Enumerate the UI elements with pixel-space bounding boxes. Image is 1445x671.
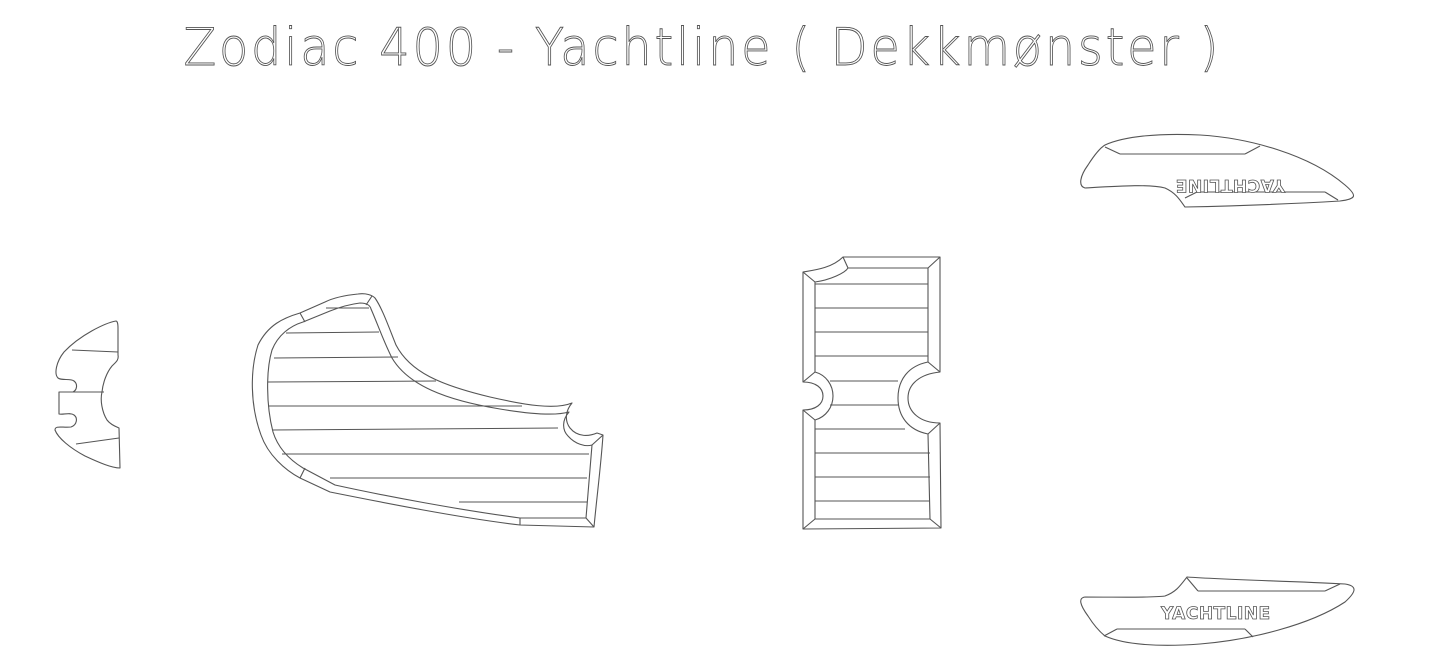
tube-pad-bottom: YACHTLINE bbox=[1080, 576, 1355, 646]
drawing-title: Zodiac 400 - Yachtline ( Dekkmønster ) bbox=[183, 18, 1222, 79]
bow-deck-piece bbox=[54, 320, 121, 469]
tube-logo-mirrored: YACHTLINE bbox=[1175, 175, 1286, 195]
side-deck-panel bbox=[251, 293, 604, 528]
center-deck-panel bbox=[802, 256, 942, 530]
tube-logo: YACHTLINE bbox=[1160, 604, 1271, 624]
tube-pad-top: YACHTLINE bbox=[1080, 133, 1354, 208]
